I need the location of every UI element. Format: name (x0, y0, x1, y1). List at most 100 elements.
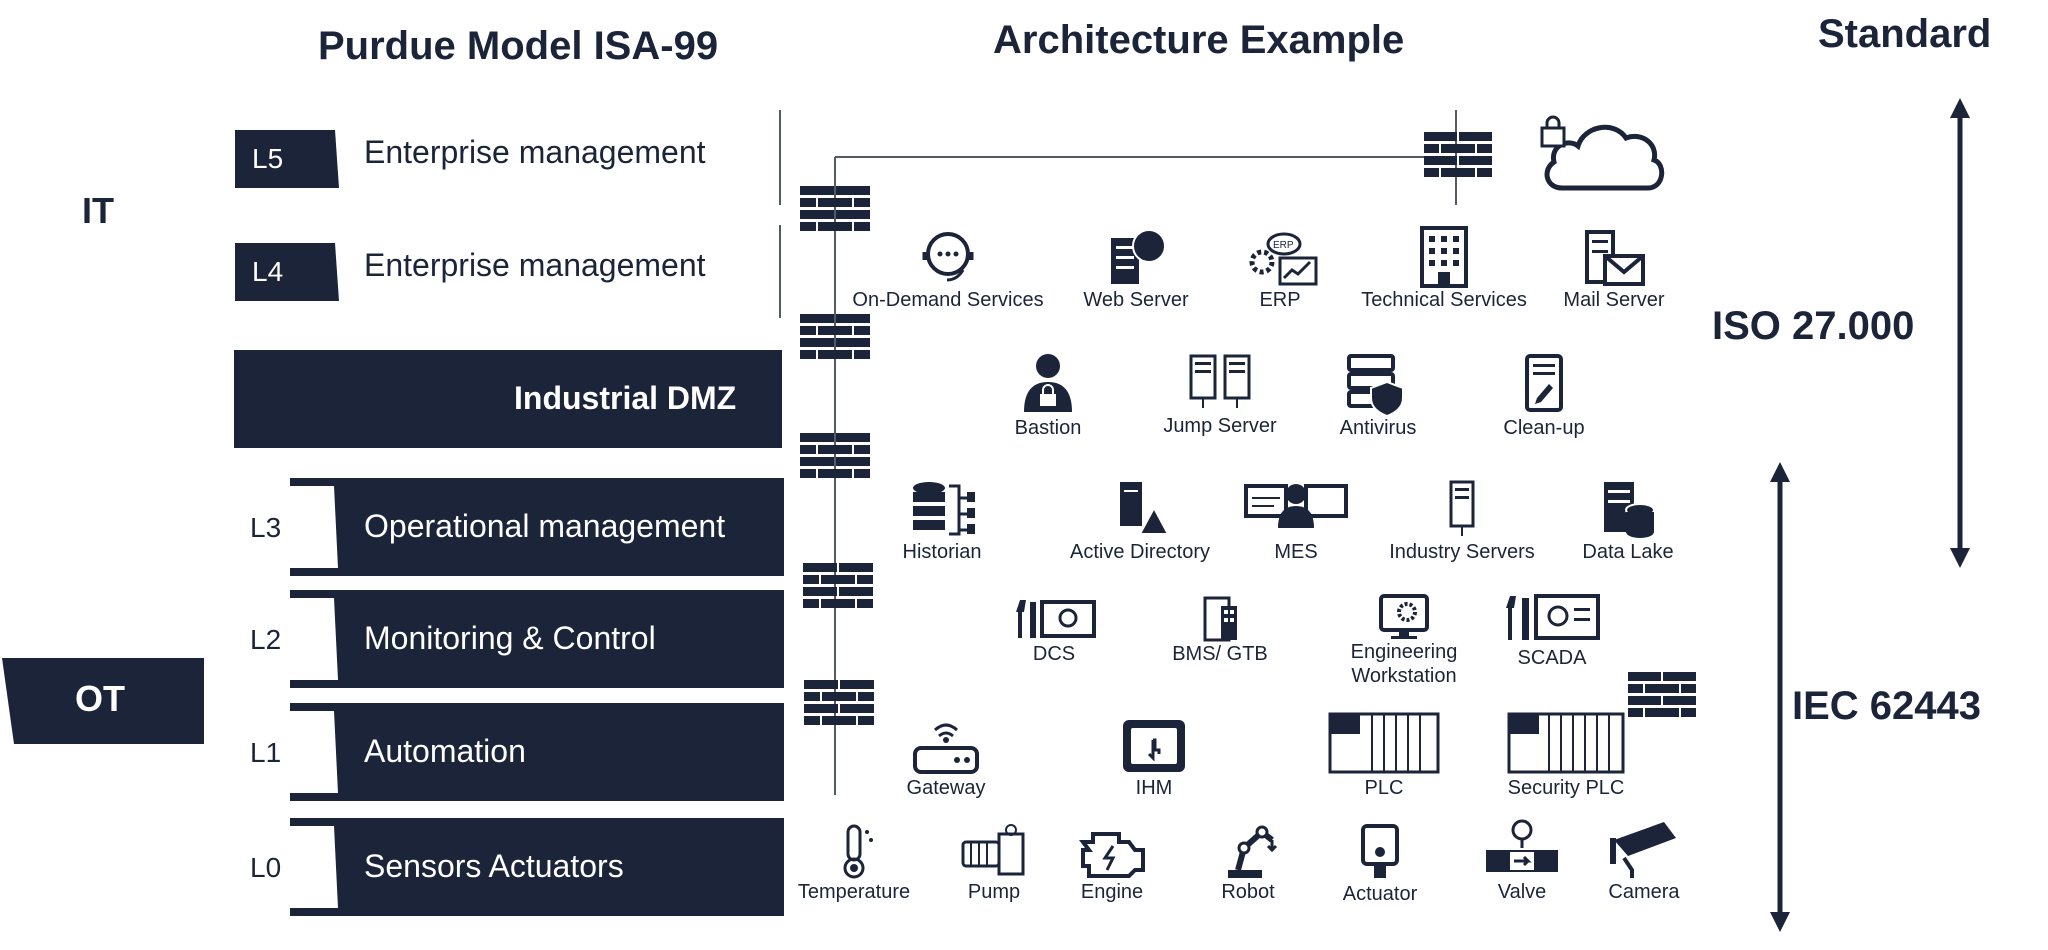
cloud-lock-icon (1540, 115, 1665, 191)
monitor-gear-icon (1379, 594, 1429, 639)
pump-icon (961, 824, 1025, 876)
node-label: Active Directory (1069, 541, 1211, 563)
node-label: Historian (902, 541, 982, 563)
node-label-2: Workstation (1351, 665, 1457, 687)
l0-band (290, 818, 784, 916)
node-gateway: Gateway (846, 716, 1046, 800)
node-data-lake: Data Lake (1528, 478, 1728, 564)
l2-code: L2 (250, 624, 282, 655)
it-zone-label: IT (82, 190, 114, 231)
panel-icon (1203, 596, 1237, 642)
node-label: Actuator (1342, 883, 1418, 905)
node-label: DCS (1032, 643, 1076, 665)
node-label: PLC (1364, 777, 1404, 799)
mail-server-icon (1585, 230, 1645, 286)
node-dcs: DCS (954, 596, 1154, 666)
l0-label: Sensors Actuators (364, 848, 624, 884)
node-label: IHM (1135, 777, 1173, 799)
node-label: MES (1274, 541, 1318, 563)
node-label: Technical Services (1361, 289, 1527, 311)
node-mes: MES (1196, 478, 1396, 564)
node-label: Robot (1221, 881, 1275, 903)
touch-panel-icon (1123, 720, 1185, 772)
firewall-icon-2 (800, 314, 870, 359)
tower-pen-icon (1525, 354, 1563, 412)
node-label: Web Server (1083, 289, 1189, 311)
l2-label: Monitoring & Control (364, 620, 656, 656)
node-security-plc: Security PLC (1466, 712, 1666, 800)
purdue-header: Purdue Model ISA-99 (318, 24, 719, 68)
firewall-icon-4 (803, 563, 873, 608)
servers-icon (1189, 354, 1251, 408)
l1-label: Automation (364, 733, 526, 769)
firewall-icon-3 (800, 433, 870, 478)
standard-header: Standard (1818, 12, 1992, 56)
node-label: Engineering (1350, 641, 1458, 663)
server-shield-icon (1347, 354, 1404, 416)
node-industry-servers: Industry Servers (1362, 478, 1562, 564)
plc-rack-icon (1328, 712, 1440, 774)
node-ihm: IHM (1054, 716, 1254, 800)
node-active-directory: Active Directory (1040, 478, 1240, 564)
monitors-user-icon (1244, 484, 1348, 528)
router-icon (913, 723, 979, 774)
l2-band (290, 590, 784, 688)
thermometer-icon (843, 824, 873, 879)
building-icon (1420, 226, 1468, 288)
l5-code-badge (235, 130, 339, 188)
erp-gears-icon: ERP (1249, 232, 1318, 286)
l3-code: L3 (250, 512, 282, 543)
security-camera-icon (1610, 822, 1676, 878)
plc-rack-icon (1507, 712, 1625, 774)
node-valve: Valve (1422, 818, 1622, 904)
node-technical-services: Technical Services (1344, 226, 1544, 312)
l0-code: L0 (250, 852, 282, 883)
node-temperature: Temperature (754, 822, 954, 904)
iec-range-arrow (1770, 462, 1790, 932)
l1-code: L1 (250, 737, 282, 768)
node-label: Jump Server (1163, 415, 1277, 437)
node-antivirus: Antivirus (1278, 352, 1478, 440)
node-label: Gateway (906, 777, 986, 799)
tools-monitor-icon (1016, 600, 1096, 638)
headset-chat-icon (922, 232, 974, 282)
l3-label: Operational management (364, 508, 726, 544)
firewall-icon-5 (804, 680, 874, 725)
node-on-demand-services: On-Demand Services (848, 226, 1048, 312)
node-plc: PLC (1284, 712, 1484, 800)
database-tree-icon (913, 482, 975, 536)
server-tower-icon (1449, 480, 1475, 536)
node-robot: Robot (1148, 818, 1348, 904)
l4-code-badge (235, 243, 339, 301)
node-label: On-Demand Services (852, 289, 1044, 311)
iec-standard-label: IEC 62443 (1792, 684, 1982, 728)
l3-band (290, 478, 784, 576)
iso-standard-label: ISO 27.000 (1712, 304, 1915, 348)
l5-code: L5 (252, 143, 284, 174)
node-engineering-workstation: Engineering Workstation (1304, 594, 1504, 688)
firewall-icon-internet (1424, 132, 1492, 177)
ot-zone-banner (2, 658, 204, 744)
node-engine: Engine (1012, 822, 1212, 904)
node-label: Data Lake (1582, 541, 1674, 563)
node-jump-server: Jump Server (1120, 352, 1320, 438)
node-label: Engine (1080, 881, 1144, 903)
node-bms-gtb: BMS/ GTB (1120, 596, 1320, 666)
node-label: Clean-up (1503, 417, 1585, 439)
node-scada: SCADA (1452, 592, 1652, 670)
server-globe-icon (1111, 229, 1166, 284)
node-label: Mail Server (1563, 289, 1665, 311)
node-erp: ERP ERP (1180, 226, 1380, 312)
node-label: Pump (967, 881, 1021, 903)
node-label: Industry Servers (1389, 541, 1535, 563)
valve-icon (1486, 819, 1558, 872)
l4-label: Enterprise management (364, 247, 706, 283)
node-label: Bastion (1014, 417, 1082, 439)
node-label: BMS/ GTB (1172, 643, 1268, 665)
node-label: ERP (1259, 289, 1301, 311)
node-label: Temperature (797, 881, 911, 903)
firewall-icon-1 (800, 186, 870, 231)
server-triangle-icon (1120, 482, 1170, 535)
svg-text:ERP: ERP (1273, 240, 1294, 251)
